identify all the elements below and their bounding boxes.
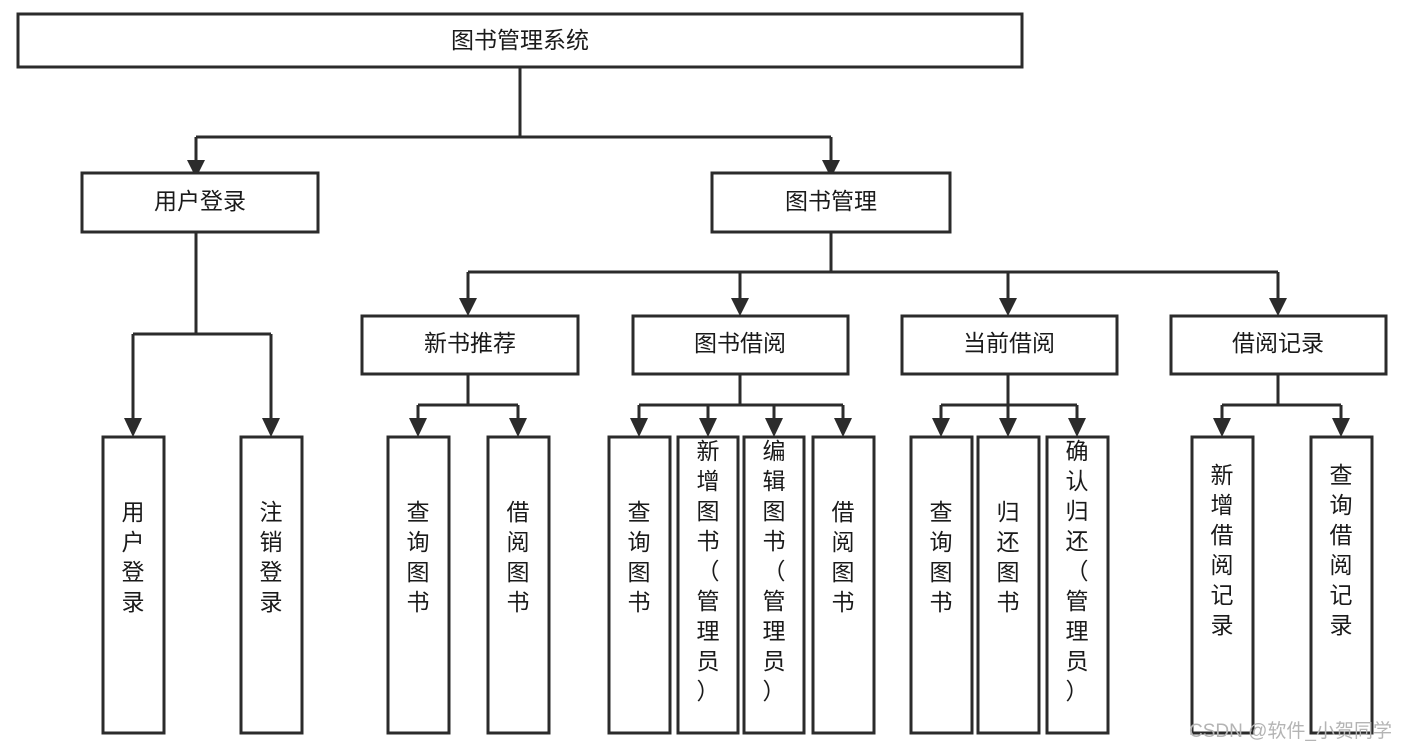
leaf-query-record[interactable]: 查询借阅记录 <box>1309 435 1374 735</box>
node-book-manage-box[interactable] <box>710 171 952 234</box>
connector-borrowrecord-bus <box>1220 374 1343 424</box>
node-book-manage-label: 图书管理 <box>785 188 877 214</box>
leaf-query-book-1-label: 查询图书 <box>407 499 430 615</box>
arrowhead-to-leaf-return-book <box>999 418 1017 437</box>
arrowhead-to-leaf-query-book-1 <box>409 418 427 437</box>
node-user-login[interactable]: 用户登录 <box>80 171 320 234</box>
arrowhead-to-leaf-borrow-book-1 <box>509 418 527 437</box>
leaf-query-book-2[interactable]: 查询图书 <box>607 435 672 735</box>
leaf-return-book-label: 归还图书 <box>997 499 1020 615</box>
node-new-book-rec[interactable]: 新书推荐 <box>360 314 580 376</box>
arrowhead-to-current-borrow <box>999 298 1017 316</box>
leaf-user-login[interactable]: 用户登录 <box>101 435 166 735</box>
connector-userlogin-bus <box>131 232 273 424</box>
arrowhead-to-leaf-add-book <box>699 418 717 437</box>
node-book-borrow-box[interactable] <box>631 314 850 376</box>
leaf-confirm-return-label: 确认归还（管理员） <box>1066 438 1089 704</box>
node-user-login-label: 用户登录 <box>154 188 246 214</box>
leaf-borrow-book-1[interactable]: 借阅图书 <box>486 435 551 735</box>
node-root-box[interactable] <box>16 12 1024 69</box>
connector-layer <box>124 67 1350 437</box>
leaf-confirm-return-box[interactable] <box>1045 435 1110 735</box>
node-new-book-rec-box[interactable] <box>360 314 580 376</box>
leaf-add-book-box[interactable] <box>676 435 740 735</box>
leaf-borrow-book-2-box[interactable] <box>811 435 876 735</box>
leaf-query-book-3-label: 查询图书 <box>930 499 953 615</box>
leaf-add-record[interactable]: 新增借阅记录 <box>1190 435 1255 735</box>
leaf-add-book-label: 新增图书（管理员） <box>697 438 720 704</box>
leaf-add-book[interactable]: 新增图书（管理员） <box>676 435 740 735</box>
leaf-user-login-label: 用户登录 <box>122 499 145 615</box>
leaf-query-book-2-box[interactable] <box>607 435 672 735</box>
node-user-login-box[interactable] <box>80 171 320 234</box>
leaf-edit-book-label: 编辑图书（管理员） <box>763 438 786 704</box>
connector-bookmanage-bus <box>466 232 1280 304</box>
arrowhead-to-leaf-logout <box>262 418 280 437</box>
node-book-borrow-label: 图书借阅 <box>694 330 786 356</box>
arrowhead-to-leaf-user-login <box>124 418 142 437</box>
leaf-edit-book-box[interactable] <box>742 435 806 735</box>
arrowhead-to-borrow-record <box>1269 298 1287 316</box>
connector-bookborrow-bus <box>637 374 845 424</box>
leaf-edit-book[interactable]: 编辑图书（管理员） <box>742 435 806 735</box>
arrowhead-to-leaf-add-record <box>1213 418 1231 437</box>
node-current-borrow-box[interactable] <box>900 314 1119 376</box>
node-root[interactable]: 图书管理系统 <box>16 12 1024 69</box>
leaf-borrow-book-1-label: 借阅图书 <box>507 499 530 615</box>
connector-root-to-level1 <box>194 67 833 164</box>
csdn-watermark: CSDN @软件_小贺同学 <box>1189 720 1392 742</box>
node-book-manage[interactable]: 图书管理 <box>710 171 952 234</box>
arrowhead-to-leaf-query-book-2 <box>630 418 648 437</box>
node-borrow-record-label: 借阅记录 <box>1232 330 1324 356</box>
leaf-query-book-1[interactable]: 查询图书 <box>386 435 451 735</box>
arrowhead-to-leaf-borrow-book-2 <box>834 418 852 437</box>
leaf-query-book-1-box[interactable] <box>386 435 451 735</box>
leaf-query-record-box[interactable] <box>1309 435 1374 735</box>
node-new-book-rec-label: 新书推荐 <box>424 330 516 356</box>
leaf-logout[interactable]: 注销登录 <box>239 435 304 735</box>
leaf-add-record-label: 新增借阅记录 <box>1211 462 1234 638</box>
node-current-borrow-label: 当前借阅 <box>963 330 1055 356</box>
leaf-return-book[interactable]: 归还图书 <box>976 435 1041 735</box>
node-current-borrow[interactable]: 当前借阅 <box>900 314 1119 376</box>
leaf-add-record-box[interactable] <box>1190 435 1255 735</box>
arrowhead-to-leaf-query-record <box>1332 418 1350 437</box>
leaf-logout-label: 注销登录 <box>260 499 283 615</box>
arrowhead-to-leaf-confirm-return <box>1068 418 1086 437</box>
arrowhead-to-user-login <box>187 160 205 178</box>
leaf-borrow-book-2-label: 借阅图书 <box>832 499 855 615</box>
node-borrow-record-box[interactable] <box>1169 314 1388 376</box>
leaf-query-book-3[interactable]: 查询图书 <box>909 435 974 735</box>
connector-currentborrow-bus <box>939 374 1079 424</box>
arrowhead-to-leaf-edit-book <box>765 418 783 437</box>
arrowhead-to-new-book-rec <box>459 298 477 316</box>
leaf-query-book-3-box[interactable] <box>909 435 974 735</box>
leaf-return-book-box[interactable] <box>976 435 1041 735</box>
node-book-borrow[interactable]: 图书借阅 <box>631 314 850 376</box>
arrowhead-to-book-borrow <box>731 298 749 316</box>
leaf-logout-box[interactable] <box>239 435 304 735</box>
leaf-borrow-book-2[interactable]: 借阅图书 <box>811 435 876 735</box>
connector-newbookrec-bus <box>416 374 520 424</box>
arrowhead-to-leaf-query-book-3 <box>932 418 950 437</box>
node-borrow-record[interactable]: 借阅记录 <box>1169 314 1388 376</box>
leaf-query-book-2-label: 查询图书 <box>628 499 651 615</box>
node-root-label: 图书管理系统 <box>451 27 589 53</box>
leaf-query-record-label: 查询借阅记录 <box>1330 462 1353 638</box>
arrowhead-to-book-manage <box>822 160 840 178</box>
leaf-user-login-box[interactable] <box>101 435 166 735</box>
leaf-confirm-return[interactable]: 确认归还（管理员） <box>1045 435 1110 735</box>
leaf-borrow-book-1-box[interactable] <box>486 435 551 735</box>
